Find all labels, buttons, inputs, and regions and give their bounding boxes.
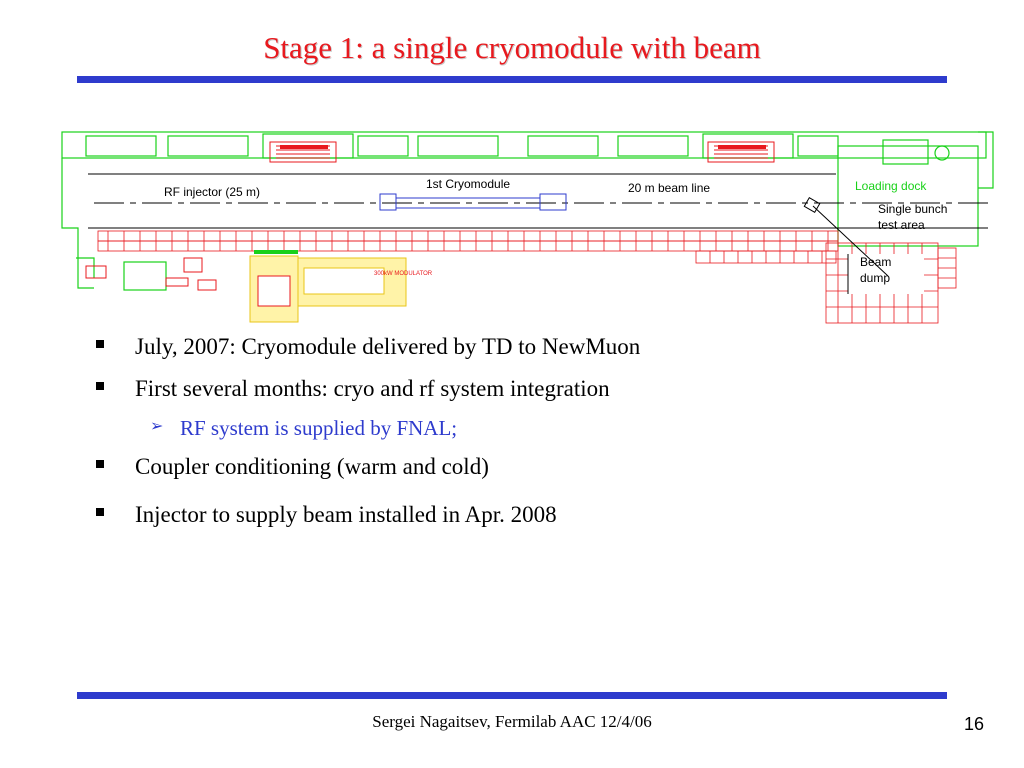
top-divider: [77, 76, 947, 83]
cryomodule-components: [379, 193, 567, 211]
cryostat-units: [269, 141, 775, 163]
shielding-bricks: [97, 230, 957, 324]
single-bunch-label-1: Single bunch: [878, 202, 947, 216]
bullet-text: July, 2007: Cryomodule delivered by TD t…: [135, 334, 641, 359]
beam-dump-label-2: dump: [860, 271, 890, 285]
bullet-text: Coupler conditioning (warm and cold): [135, 454, 489, 479]
modulator: [249, 255, 407, 323]
loading-dock-label: Loading dock: [855, 179, 927, 193]
bullet-marker: [96, 382, 104, 390]
bullet-text: First several months: cryo and rf system…: [135, 376, 610, 401]
bullet-marker: [96, 340, 104, 348]
single-bunch-label-2: test area: [878, 218, 925, 232]
rf-injector-label: RF injector (25 m): [164, 185, 260, 199]
sub-bullet-text: RF system is supplied by FNAL;: [180, 416, 458, 440]
beam-dump-label-1: Beam: [860, 255, 891, 269]
bullet-marker: [96, 460, 104, 468]
footer-text: Sergei Nagaitsev, Fermilab AAC 12/4/06: [372, 712, 652, 731]
arrow-bullet-icon: ➢: [150, 416, 164, 435]
facility-layout-diagram: 300kW MODULATOR RF injector (25 m) 1st C…: [58, 128, 996, 328]
slide-title: Stage 1: a single cryomodule with beam: [263, 30, 761, 65]
bottom-divider: [77, 692, 947, 699]
bullet-marker: [96, 508, 104, 516]
modulator-label: 300kW MODULATOR: [374, 271, 433, 277]
cryomodule-label: 1st Cryomodule: [426, 177, 510, 191]
bullet-text: Injector to supply beam installed in Apr…: [135, 502, 557, 527]
page-number: 16: [964, 714, 985, 734]
beam-line-label: 20 m beam line: [628, 181, 710, 195]
